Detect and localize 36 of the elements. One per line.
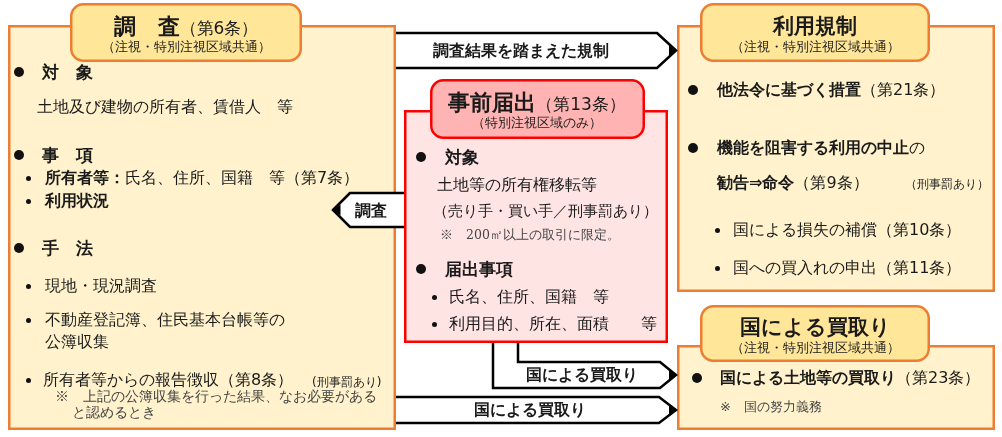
heading: 調 査（第6条） <box>113 12 259 40</box>
item-text: 国への買入れの申出（第11条） <box>733 257 962 279</box>
item-text: 機能を阻害する利用の中止の <box>717 137 925 159</box>
subheading: （注視・特別注視区域共通） <box>730 38 900 56</box>
section-heading: 対 象 <box>42 60 93 84</box>
note-text: ※ 200㎡以上の取引に限定。 <box>440 225 620 243</box>
penalty-note: (刑事罰あり) <box>312 374 382 389</box>
edge-label: 調査 <box>353 199 389 221</box>
note-text: ※ 国の努力義務 <box>720 398 822 416</box>
item-text: 利用状況 <box>45 190 109 212</box>
subheading: （特別注視区域のみ） <box>472 114 602 132</box>
section-heading: 事 項 <box>42 143 93 167</box>
heading: 国による買取り <box>739 314 891 341</box>
item-text: 土地及び建物の所有者、賃借人 等 <box>37 96 293 118</box>
edge-label: 調査結果を踏まえた規制 <box>431 39 611 61</box>
heading: 事前届出（第13条） <box>448 88 626 116</box>
item-text: 国による損失の補償（第10条） <box>733 219 962 241</box>
heading: 利用規制 <box>773 13 857 40</box>
subheading: （注視・特別注視区域共通） <box>101 38 271 56</box>
item-text: 所有者等からの報告徴収（第8条） <box>43 369 294 389</box>
section-heading: 手 法 <box>42 236 93 260</box>
item-text: 現地・現況調査 <box>45 275 157 297</box>
note-text: ※ 上記の公簿収集を行った結果、なお必要があると認めるとき <box>55 389 378 421</box>
item-text: 勧告⇒命令（第9条） <box>717 172 869 194</box>
subheading: （注視・特別注視区域共通） <box>730 339 900 357</box>
penalty-note: （刑事罰あり） <box>905 176 989 192</box>
item-text: 所有者等：氏名、住所、国籍 等（第7条） <box>45 167 360 189</box>
item-text: 氏名、住所、国籍 等 <box>449 286 609 308</box>
item-text: （売り手・買い手／刑事罰あり） <box>433 202 658 221</box>
section-heading: 対象 <box>445 145 479 169</box>
item-text: 不動産登記簿、住民基本台帳等の公簿収集 <box>45 309 286 353</box>
section-heading: 届出事項 <box>445 257 513 281</box>
item-text: 利用目的、所在、面積 等 <box>449 313 657 335</box>
item-text: 土地等の所有権移転等 <box>437 174 597 196</box>
item-text: 他法令に基づく措置（第21条） <box>717 79 946 101</box>
item-text: 国による土地等の買取り（第23条） <box>720 367 981 389</box>
